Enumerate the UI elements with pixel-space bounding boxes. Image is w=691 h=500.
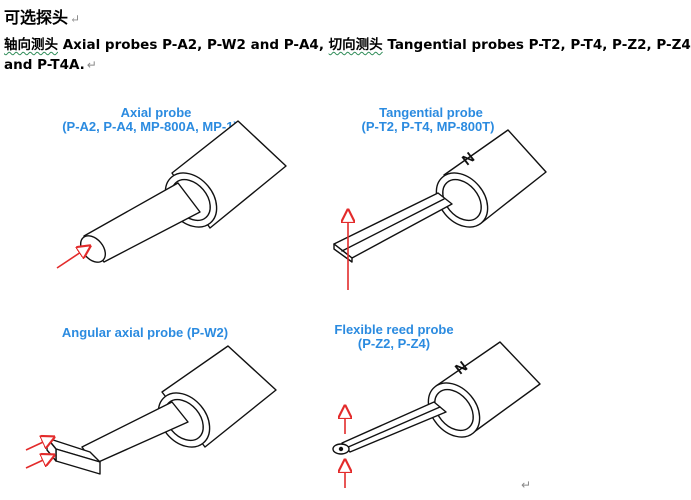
flexible-probe-models: (P-Z2, P-Z4) <box>358 336 430 351</box>
axial-probe-title: Axial probe <box>121 105 192 120</box>
intro-line-2: and P-T4A.↵ <box>4 57 97 73</box>
tangential-probe-models: (P-T2, P-T4, MP-800T) <box>362 119 495 134</box>
heading-text: 可选探头 <box>4 8 69 27</box>
zh-tangential-label: 切向测头 <box>328 37 383 53</box>
tangential-probe-illustration: Tangential probe (P-T2, P-T4, MP-800T) N <box>333 105 547 290</box>
zh-axial-label: 轴向测头 <box>4 37 58 53</box>
document-heading: 可选探头↵ <box>4 4 80 28</box>
paragraph-mark: ↵ <box>521 478 532 492</box>
intro-continuation: and P-T4A. <box>4 57 85 73</box>
axial-probes-text: Axial probes P-A2, P-W2 and P-A4, <box>58 37 329 53</box>
flexible-probe-title: Flexible reed probe <box>334 322 453 337</box>
paragraph-mark: ↵ <box>86 58 97 72</box>
flexible-reed-probe-illustration: Flexible reed probe (P-Z2, P-Z4) N <box>332 322 541 488</box>
angular-axial-probe-illustration: Angular axial probe (P-W2) <box>25 325 277 475</box>
axial-probe-illustration: Axial probe (P-A2, P-A4, MP-800A, MP-1) <box>56 105 287 269</box>
tangential-probes-text: Tangential probes P-T2, P-T4, P-Z2, P-Z4 <box>382 37 691 53</box>
tangential-probe-title: Tangential probe <box>379 105 483 120</box>
axial-probe-models: (P-A2, P-A4, MP-800A, MP-1) <box>62 119 238 134</box>
paragraph-mark: ↵ <box>70 12 81 26</box>
angular-probe-title: Angular axial probe (P-W2) <box>62 325 228 340</box>
intro-line-1: 轴向测头 Axial probes P-A2, P-W2 and P-A4, 切… <box>4 33 691 53</box>
